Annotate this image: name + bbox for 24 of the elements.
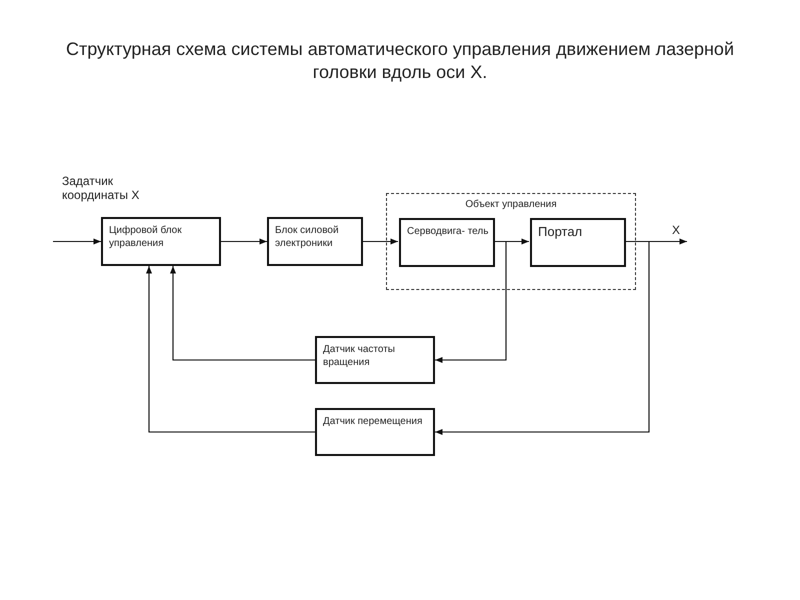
arrow	[221, 238, 267, 245]
process-box	[267, 217, 363, 266]
arrow	[53, 238, 101, 245]
box-label: Датчик частоты вращения	[323, 343, 396, 369]
box-label: Цифровой блок управления	[109, 224, 183, 250]
edge-label: X	[671, 222, 682, 236]
arrow	[435, 240, 507, 364]
box-label: Датчик перемещения	[323, 415, 424, 428]
group-title: Объект управления	[464, 198, 558, 211]
process-box	[315, 336, 435, 384]
arrow	[435, 240, 650, 436]
dashed-group-frame	[386, 193, 636, 290]
box-label: Серводвига- тель	[407, 225, 489, 238]
box-label: Портал	[538, 225, 584, 238]
box-label: Блок силовой электроники	[275, 224, 340, 250]
process-box	[530, 218, 626, 267]
process-box	[315, 408, 435, 456]
input-label: Задатчик координаты X	[62, 174, 140, 202]
arrow	[363, 238, 398, 245]
process-box	[101, 217, 221, 266]
process-box	[399, 218, 495, 267]
arrow	[146, 266, 315, 433]
arrow	[170, 266, 315, 361]
diagram-title: Структурная схема системы автоматического управления движением лазерной головки вдоль оси X.	[65, 38, 735, 84]
